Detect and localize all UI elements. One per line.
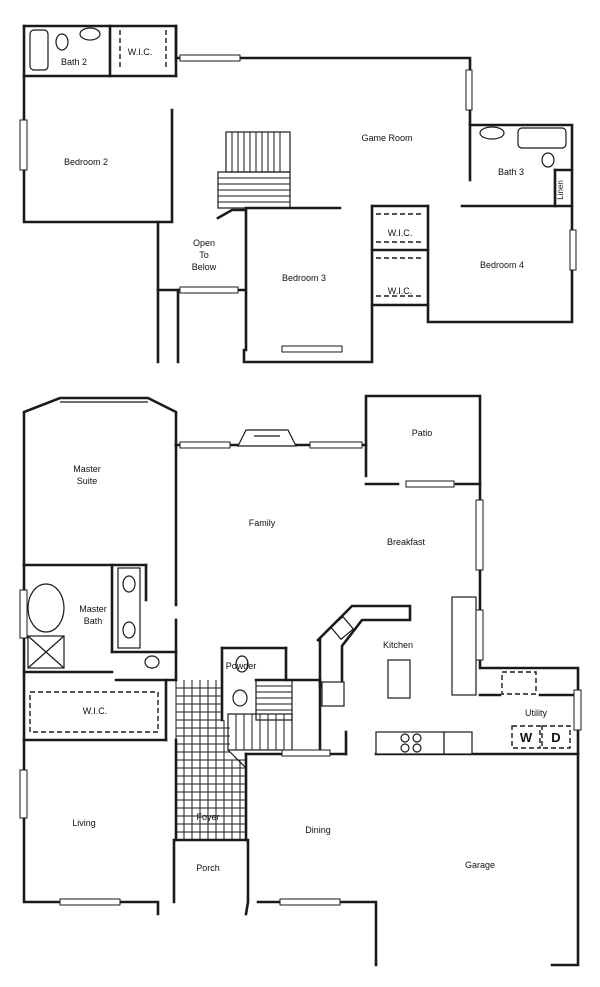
label-foyer: Foyer <box>196 812 219 822</box>
label-game-room: Game Room <box>361 133 412 143</box>
label-open: Open <box>193 238 215 248</box>
upper-floor: Bath 2 W.I.C. Bedroom 2 Game Room Bath 3… <box>19 24 577 364</box>
label-bedroom4: Bedroom 4 <box>480 260 524 270</box>
label-wic-mid2: W.I.C. <box>388 286 413 296</box>
lower-stairs <box>227 679 293 769</box>
label-master-bath-2: Bath <box>84 616 103 626</box>
label-garage: Garage <box>465 860 495 870</box>
label-bedroom3: Bedroom 3 <box>282 273 326 283</box>
label-master-suite-1: Master <box>73 464 101 474</box>
label-family: Family <box>249 518 276 528</box>
label-washer: W <box>520 730 533 745</box>
foyer-tile-grid <box>175 680 246 840</box>
label-patio: Patio <box>412 428 433 438</box>
label-bath2: Bath 2 <box>61 57 87 67</box>
label-below: Below <box>192 262 217 272</box>
label-wic-mid1: W.I.C. <box>388 228 413 238</box>
label-bath3: Bath 3 <box>498 167 524 177</box>
label-kitchen: Kitchen <box>383 640 413 650</box>
label-dining: Dining <box>305 825 331 835</box>
label-dryer: D <box>551 730 560 745</box>
label-powder: Powder <box>226 661 257 671</box>
upper-stairs <box>217 131 291 209</box>
label-master-bath-1: Master <box>79 604 107 614</box>
label-linen: Linen <box>556 180 565 200</box>
label-porch: Porch <box>196 863 220 873</box>
label-living: Living <box>72 818 96 828</box>
lower-floor: Patio Master Suite Family Breakfast Mast… <box>19 394 582 967</box>
label-to: To <box>199 250 209 260</box>
label-utility: Utility <box>525 708 547 718</box>
label-bedroom2: Bedroom 2 <box>64 157 108 167</box>
label-wic-top: W.I.C. <box>128 47 153 57</box>
label-breakfast: Breakfast <box>387 537 426 547</box>
label-wic: W.I.C. <box>83 706 108 716</box>
label-master-suite-2: Suite <box>77 476 98 486</box>
